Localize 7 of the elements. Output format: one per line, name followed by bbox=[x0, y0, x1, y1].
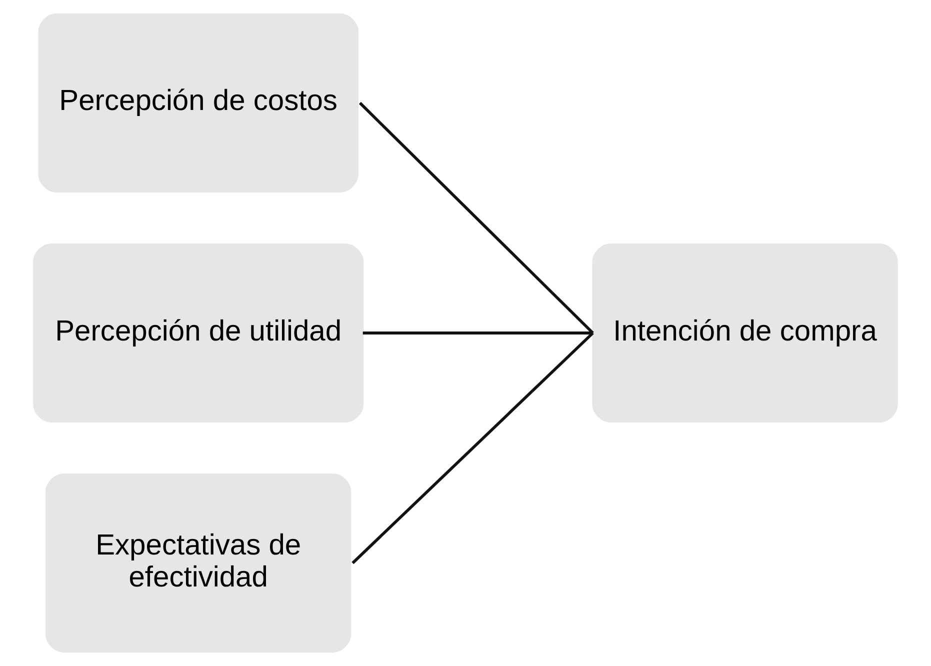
connector bbox=[352, 332, 594, 564]
node-box: Expectativas de efectividad bbox=[45, 474, 352, 653]
node-box: Percepción de utilidad bbox=[33, 243, 364, 423]
connector bbox=[358, 102, 594, 334]
node-box: Intención de compra bbox=[592, 243, 898, 423]
node-box: Percepción de costos bbox=[38, 13, 358, 192]
connector bbox=[362, 332, 593, 334]
